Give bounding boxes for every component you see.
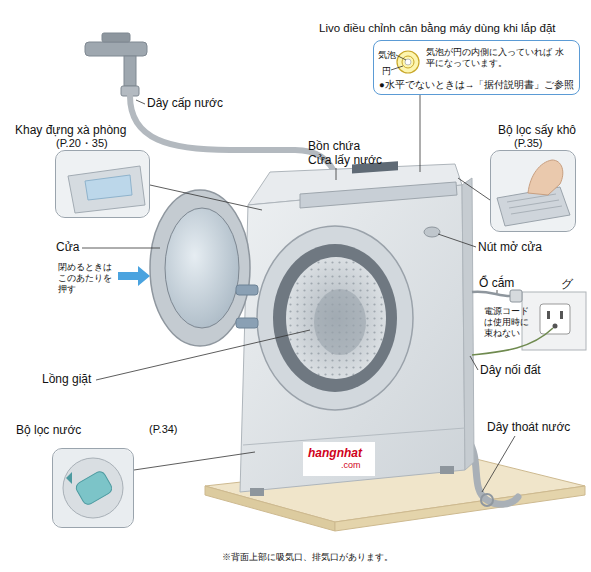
push-arrow — [118, 266, 150, 286]
part-label: Lồng giặt — [42, 372, 91, 386]
platform-side — [205, 486, 335, 531]
filter-cap — [74, 470, 114, 507]
level-bubble-dial — [397, 51, 419, 73]
drum-back — [314, 289, 366, 355]
bubble-label: 気泡 — [378, 50, 396, 61]
door-hinge — [236, 318, 258, 328]
machine-foot — [250, 488, 264, 496]
door-button — [424, 227, 440, 237]
inset-background — [56, 151, 149, 217]
inset-box: Bộ lọc sấy khô(P.35) — [490, 150, 576, 232]
part-label: Bồn chứa — [308, 139, 360, 153]
part-label: Dây nối đất — [480, 363, 541, 377]
door-frame — [257, 226, 413, 410]
circle-label: 円 — [382, 66, 391, 77]
outlet-slot — [560, 311, 563, 319]
wall-outlet — [522, 292, 586, 350]
door-hinge — [236, 285, 258, 295]
leader-line — [134, 452, 255, 470]
door-glass — [165, 208, 239, 328]
watermark: .com — [341, 460, 361, 471]
part-label: Dây thoát nước — [487, 420, 570, 434]
drum-holes — [286, 257, 386, 379]
turn-arrow — [66, 472, 72, 484]
power-cord — [472, 292, 510, 296]
part-label: Bộ lọc sấy khô — [498, 123, 576, 137]
page-ref: (P.34) — [149, 423, 178, 436]
outlet-slot — [547, 311, 550, 319]
level-circle — [402, 56, 414, 68]
door-gasket — [273, 244, 397, 392]
footnote: ※背面上部に吸気口、排気口があります。 — [222, 552, 393, 563]
leader-line — [391, 66, 403, 70]
filter-housing — [63, 458, 123, 518]
part-label: Dây cấp nước — [147, 96, 223, 110]
inset-box: Bộ lọc nước(P.34) — [52, 448, 134, 528]
inset-background — [53, 449, 133, 527]
platform-side — [335, 486, 585, 531]
leader-line — [458, 178, 490, 200]
leader-line — [482, 436, 515, 492]
note-text: 閉めるときはこのあたりを押す — [58, 262, 116, 294]
page-ref: (P.35) — [514, 137, 543, 150]
leader-line — [96, 330, 310, 380]
door — [150, 190, 250, 346]
drum — [286, 257, 386, 379]
faucet-handle — [102, 33, 130, 42]
callout-heading: Livo điều chỉnh cân bằng máy dùng khi lắ… — [319, 22, 556, 36]
leader-line — [136, 100, 145, 104]
leader-line — [438, 234, 476, 247]
note-text: ●水平でないときは→「据付説明書」ご参照 — [379, 79, 574, 90]
soap-compartment — [85, 175, 132, 200]
inset-box: Khay đựng xà phòng(P.20・35) — [55, 150, 150, 218]
part-label: Cửa lấy nước — [308, 153, 382, 167]
part-label: Bộ lọc nước — [16, 423, 81, 437]
part-label: Nút mở cửa — [478, 240, 542, 254]
leader-line — [336, 168, 337, 180]
part-label: Khay đựng xà phòng — [15, 123, 126, 137]
leader-line — [420, 95, 421, 172]
machine-foot — [440, 466, 454, 474]
faucet-body — [85, 42, 147, 56]
page-ref: (P.20・35) — [56, 137, 108, 150]
outlet-face — [540, 304, 570, 334]
control-panel — [300, 182, 457, 208]
leader-line — [470, 356, 478, 370]
level-callout-box: Livo điều chỉnh cân bằng máy dùng khi lắ… — [373, 40, 580, 95]
part-label: Ổ cắm — [479, 276, 514, 290]
leader-line — [396, 55, 406, 60]
drain-hose — [468, 440, 518, 504]
part-label: グ — [561, 277, 573, 291]
faucet-spout — [124, 56, 136, 86]
part-label: Cửa — [56, 240, 79, 254]
leader-line — [82, 248, 160, 249]
ground-terminal — [553, 324, 558, 329]
hand — [528, 160, 563, 195]
note-text: 気泡が円の内側に入っていれば 水平になっています。 — [426, 47, 566, 69]
soap-drawer — [68, 166, 145, 213]
watermark: hangnhat — [308, 446, 362, 460]
hose-clamp — [481, 494, 493, 506]
note-text: 電源コードは使用時に束ねない — [484, 306, 531, 338]
leader-line — [150, 185, 262, 210]
watermark-box: hangnhat.com — [303, 442, 375, 476]
filter-mesh — [507, 194, 562, 214]
power-plug — [510, 290, 522, 302]
machine-side — [462, 178, 474, 470]
leader-line — [497, 290, 498, 293]
supply-hose — [130, 96, 336, 176]
inset-background — [491, 151, 575, 231]
